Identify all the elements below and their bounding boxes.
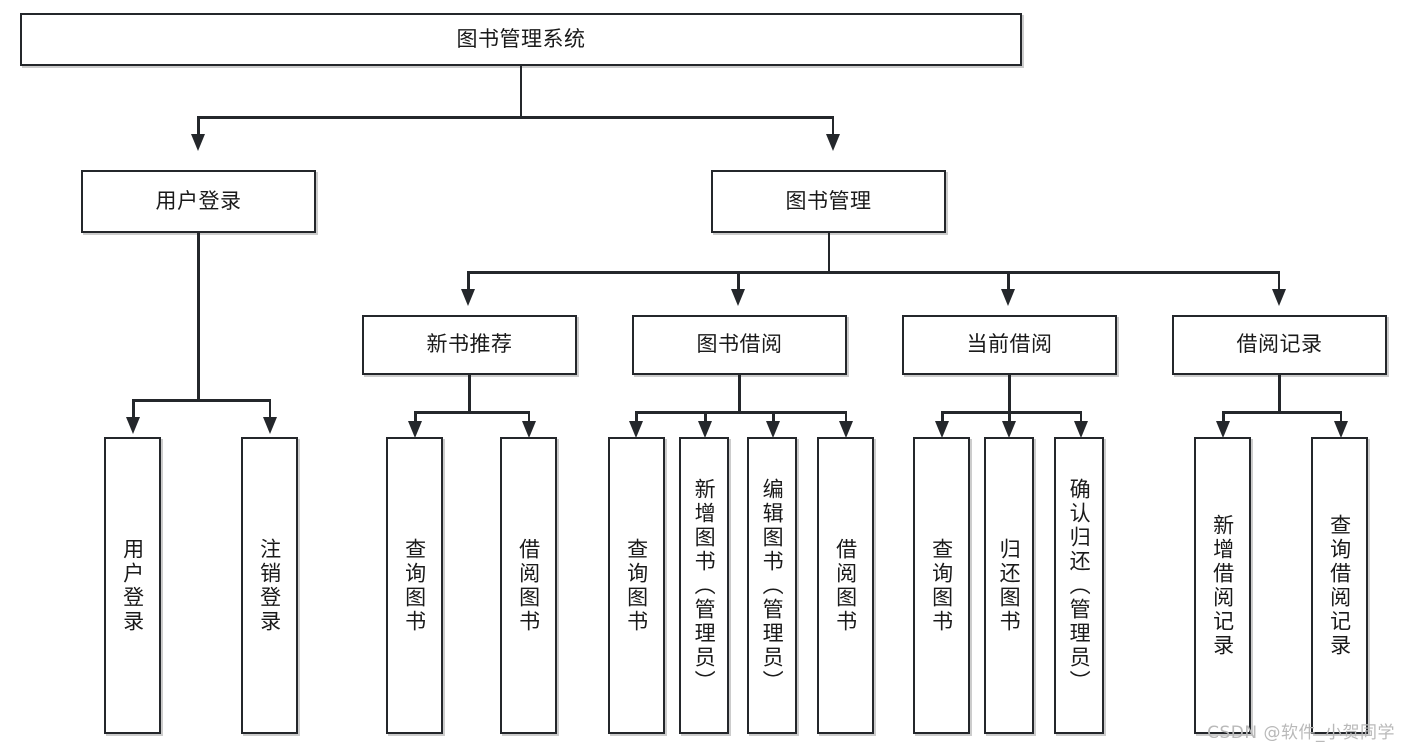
connector-cb-drop-3 [1079,411,1082,425]
connector-bb-stem [738,375,741,413]
node-book-borrow[interactable]: 图书借阅 [632,315,847,375]
arrowhead-leaf-logout-login [262,417,277,434]
leaf-user-login-label: 用户登录 [120,537,145,634]
node-borrow-record-label: 借阅记录 [1236,332,1323,357]
leaf-add-book[interactable]: 新增图书（管理员） [679,437,729,734]
leaf-logout-login-label: 注销登录 [257,537,282,634]
node-user-login-label: 用户登录 [155,188,242,213]
node-new-book-recommend[interactable]: 新书推荐 [362,315,577,375]
leaf-query-record[interactable]: 查询借阅记录 [1311,437,1368,734]
connector-bb-drop-1 [635,411,638,425]
connector-nbr-drop-2 [527,411,530,425]
node-current-borrow[interactable]: 当前借阅 [902,315,1117,375]
connector-bb-drop-4 [844,411,847,425]
connector-br-drop-2 [1339,411,1342,425]
arrowhead-leaf-add-record [1216,421,1230,438]
connector-bm-drop-2 [737,271,740,289]
connector-bb-bus [635,411,847,414]
arrowhead-leaf-user-login [126,417,140,434]
arrowhead-leaf-query-record [1333,421,1348,438]
node-current-borrow-label: 当前借阅 [966,332,1053,357]
arrowhead-leaf-add-book [698,421,712,438]
connector-root-drop-right [831,116,834,134]
arrowhead-leaf-confirm-return [1073,421,1088,438]
connector-bm-drop-1 [467,271,470,289]
node-root[interactable]: 图书管理系统 [20,13,1022,66]
node-user-login[interactable]: 用户登录 [81,170,316,233]
connector-root-drop-left [197,116,200,134]
leaf-borrow-book-1-label: 借阅图书 [516,537,541,634]
connector-user-login-stem [197,233,200,401]
connector-book-management-stem [827,233,830,273]
connector-br-bus [1222,411,1342,414]
connector-br-drop-1 [1222,411,1225,425]
arrowhead-new-book-recommend [461,289,475,306]
leaf-query-book-3-label: 查询图书 [929,537,954,634]
connector-cb-bus [941,411,1082,414]
node-new-book-recommend-label: 新书推荐 [426,332,513,357]
arrowhead-borrow-record [1271,289,1286,306]
leaf-query-book-1[interactable]: 查询图书 [386,437,443,734]
connector-bm-drop-4 [1277,271,1280,289]
leaf-return-book-label: 归还图书 [997,537,1022,634]
connector-user-login-drop-2 [268,399,271,417]
leaf-query-book-1-label: 查询图书 [402,537,427,634]
connector-br-stem [1278,375,1281,413]
connector-root-stem [519,66,522,117]
connector-bb-drop-2 [704,411,707,425]
leaf-confirm-return[interactable]: 确认归还（管理员） [1054,437,1104,734]
node-book-management-label: 图书管理 [785,188,872,213]
leaf-logout-login[interactable]: 注销登录 [241,437,298,734]
arrowhead-book-borrow [731,289,745,306]
connector-nbr-bus [414,411,530,414]
connector-user-login-drop-1 [132,399,135,417]
node-book-management[interactable]: 图书管理 [711,170,946,233]
leaf-query-book-2-label: 查询图书 [624,537,649,634]
leaf-borrow-book-2-label: 借阅图书 [833,537,858,634]
connector-root-bus [197,116,834,119]
leaf-edit-book-label: 编辑图书（管理员） [760,477,785,694]
node-borrow-record[interactable]: 借阅记录 [1172,315,1387,375]
connector-nbr-drop-1 [414,411,417,425]
leaf-edit-book[interactable]: 编辑图书（管理员） [747,437,797,734]
connector-cb-drop-1 [941,411,944,425]
arrowhead-leaf-query-book-1 [408,421,422,438]
arrowhead-leaf-edit-book [766,421,780,438]
arrowhead-leaf-return-book [1002,421,1016,438]
leaf-add-record-label: 新增借阅记录 [1210,513,1235,658]
connector-book-management-bus [467,271,1280,274]
leaf-query-book-3[interactable]: 查询图书 [913,437,970,734]
arrowhead-leaf-query-book-2 [629,421,643,438]
leaf-add-record[interactable]: 新增借阅记录 [1194,437,1251,734]
arrowhead-leaf-borrow-book-2 [838,421,853,438]
leaf-query-book-2[interactable]: 查询图书 [608,437,665,734]
connector-user-login-bus [132,399,271,402]
arrowhead-current-borrow [1001,289,1015,306]
leaf-user-login[interactable]: 用户登录 [104,437,161,734]
arrowhead-to-user-login [191,134,205,151]
connector-cb-drop-2 [1008,411,1011,425]
connector-cb-stem [1008,375,1011,413]
leaf-add-book-label: 新增图书（管理员） [692,477,717,694]
connector-bm-drop-3 [1007,271,1010,289]
leaf-borrow-book-2[interactable]: 借阅图书 [817,437,874,734]
leaf-confirm-return-label: 确认归还（管理员） [1067,477,1092,694]
node-root-label: 图书管理系统 [456,26,586,51]
leaf-query-record-label: 查询借阅记录 [1327,513,1352,658]
arrowhead-leaf-borrow-book-1 [521,421,536,438]
connector-bb-drop-3 [772,411,775,425]
connector-nbr-stem [468,375,471,413]
leaf-return-book[interactable]: 归还图书 [984,437,1034,734]
leaf-borrow-book-1[interactable]: 借阅图书 [500,437,557,734]
arrowhead-leaf-query-book-3 [935,421,949,438]
arrowhead-to-book-management [825,134,840,151]
node-book-borrow-label: 图书借阅 [696,332,783,357]
